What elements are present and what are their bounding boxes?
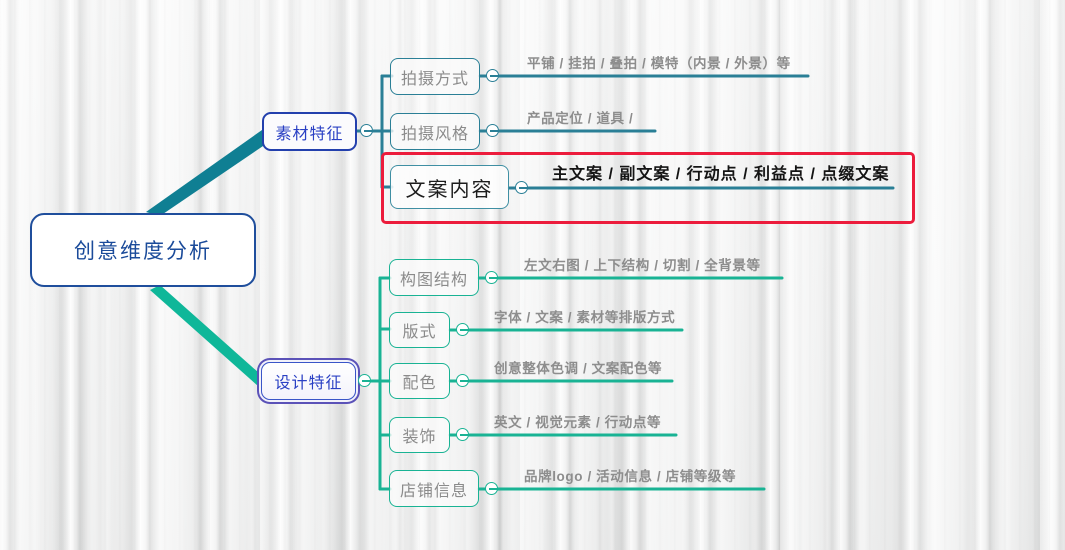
branch-wedge-material xyxy=(146,130,266,216)
leaf-node-composition-label: 构图结构 xyxy=(399,271,468,289)
leaf-desc-shooting-style: 产品定位 / 道具 / xyxy=(527,111,634,126)
leaf-node-composition[interactable]: 构图结构 xyxy=(389,259,479,296)
leaf-node-shooting-style-label: 拍摄风格 xyxy=(400,125,469,143)
leaf-desc-layout: 字体 / 文案 / 素材等排版方式 xyxy=(494,310,676,325)
branch-wedge-design xyxy=(150,285,268,386)
leaf-node-shooting-style[interactable]: 拍摄风格 xyxy=(390,113,480,150)
central-node[interactable]: 创意维度分析 xyxy=(30,213,256,287)
leaf-desc-decoration: 英文 / 视觉元素 / 行动点等 xyxy=(494,415,662,430)
leaf-desc-shooting-method: 平铺 / 挂拍 / 叠拍 / 模特（内景 / 外景）等 xyxy=(527,56,791,71)
leaf-desc-store-info: 品牌logo / 活动信息 / 店铺等级等 xyxy=(524,469,737,484)
highlight-rectangle xyxy=(381,152,915,224)
collapse-toggle-design[interactable] xyxy=(358,374,371,387)
design-leaf-stubs xyxy=(448,276,489,491)
collapse-toggle-decoration[interactable] xyxy=(456,428,469,441)
material-leaf-underlines xyxy=(496,74,895,190)
leaf-node-copy-content[interactable]: 文案内容 xyxy=(390,165,509,209)
design-leaf-underlines xyxy=(466,276,784,491)
central-node-label: 创意维度分析 xyxy=(74,240,212,263)
design-trunk xyxy=(353,276,392,491)
leaf-node-store-info[interactable]: 店铺信息 xyxy=(389,470,479,507)
collapse-toggle-color-scheme[interactable] xyxy=(456,374,469,387)
leaf-node-color-scheme-label: 配色 xyxy=(402,375,437,392)
leaf-desc-copy-content: 主文案 / 副文案 / 行动点 / 利益点 / 点缀文案 xyxy=(552,166,890,183)
leaf-desc-color-scheme: 创意整体色调 / 文案配色等 xyxy=(494,361,663,376)
category-node-design[interactable]: 设计特征 xyxy=(261,362,356,400)
category-node-material-label: 素材特征 xyxy=(275,125,344,143)
collapse-toggle-copy-content[interactable] xyxy=(515,181,528,194)
leaf-node-shooting-method-label: 拍摄方式 xyxy=(400,70,469,88)
collapse-toggle-shooting-style[interactable] xyxy=(486,124,499,137)
leaf-node-store-info-label: 店铺信息 xyxy=(399,482,468,500)
leaf-node-shooting-method[interactable]: 拍摄方式 xyxy=(390,58,480,95)
collapse-toggle-shooting-method[interactable] xyxy=(486,69,499,82)
category-node-design-label: 设计特征 xyxy=(274,375,343,392)
leaf-node-color-scheme[interactable]: 配色 xyxy=(389,363,450,399)
collapse-toggle-composition[interactable] xyxy=(485,271,498,284)
leaf-desc-composition: 左文右图 / 上下结构 / 切割 / 全背景等 xyxy=(524,258,761,273)
collapse-toggle-layout[interactable] xyxy=(456,323,469,336)
leaf-node-copy-content-label: 文案内容 xyxy=(405,178,494,201)
leaf-node-decoration-label: 装饰 xyxy=(402,429,437,446)
collapse-toggle-store-info[interactable] xyxy=(485,482,498,495)
leaf-node-layout-label: 版式 xyxy=(402,324,437,341)
leaf-node-layout[interactable]: 版式 xyxy=(389,312,450,348)
collapse-toggle-material[interactable] xyxy=(360,124,373,137)
leaf-node-decoration[interactable]: 装饰 xyxy=(389,417,450,453)
category-node-material[interactable]: 素材特征 xyxy=(262,112,357,151)
